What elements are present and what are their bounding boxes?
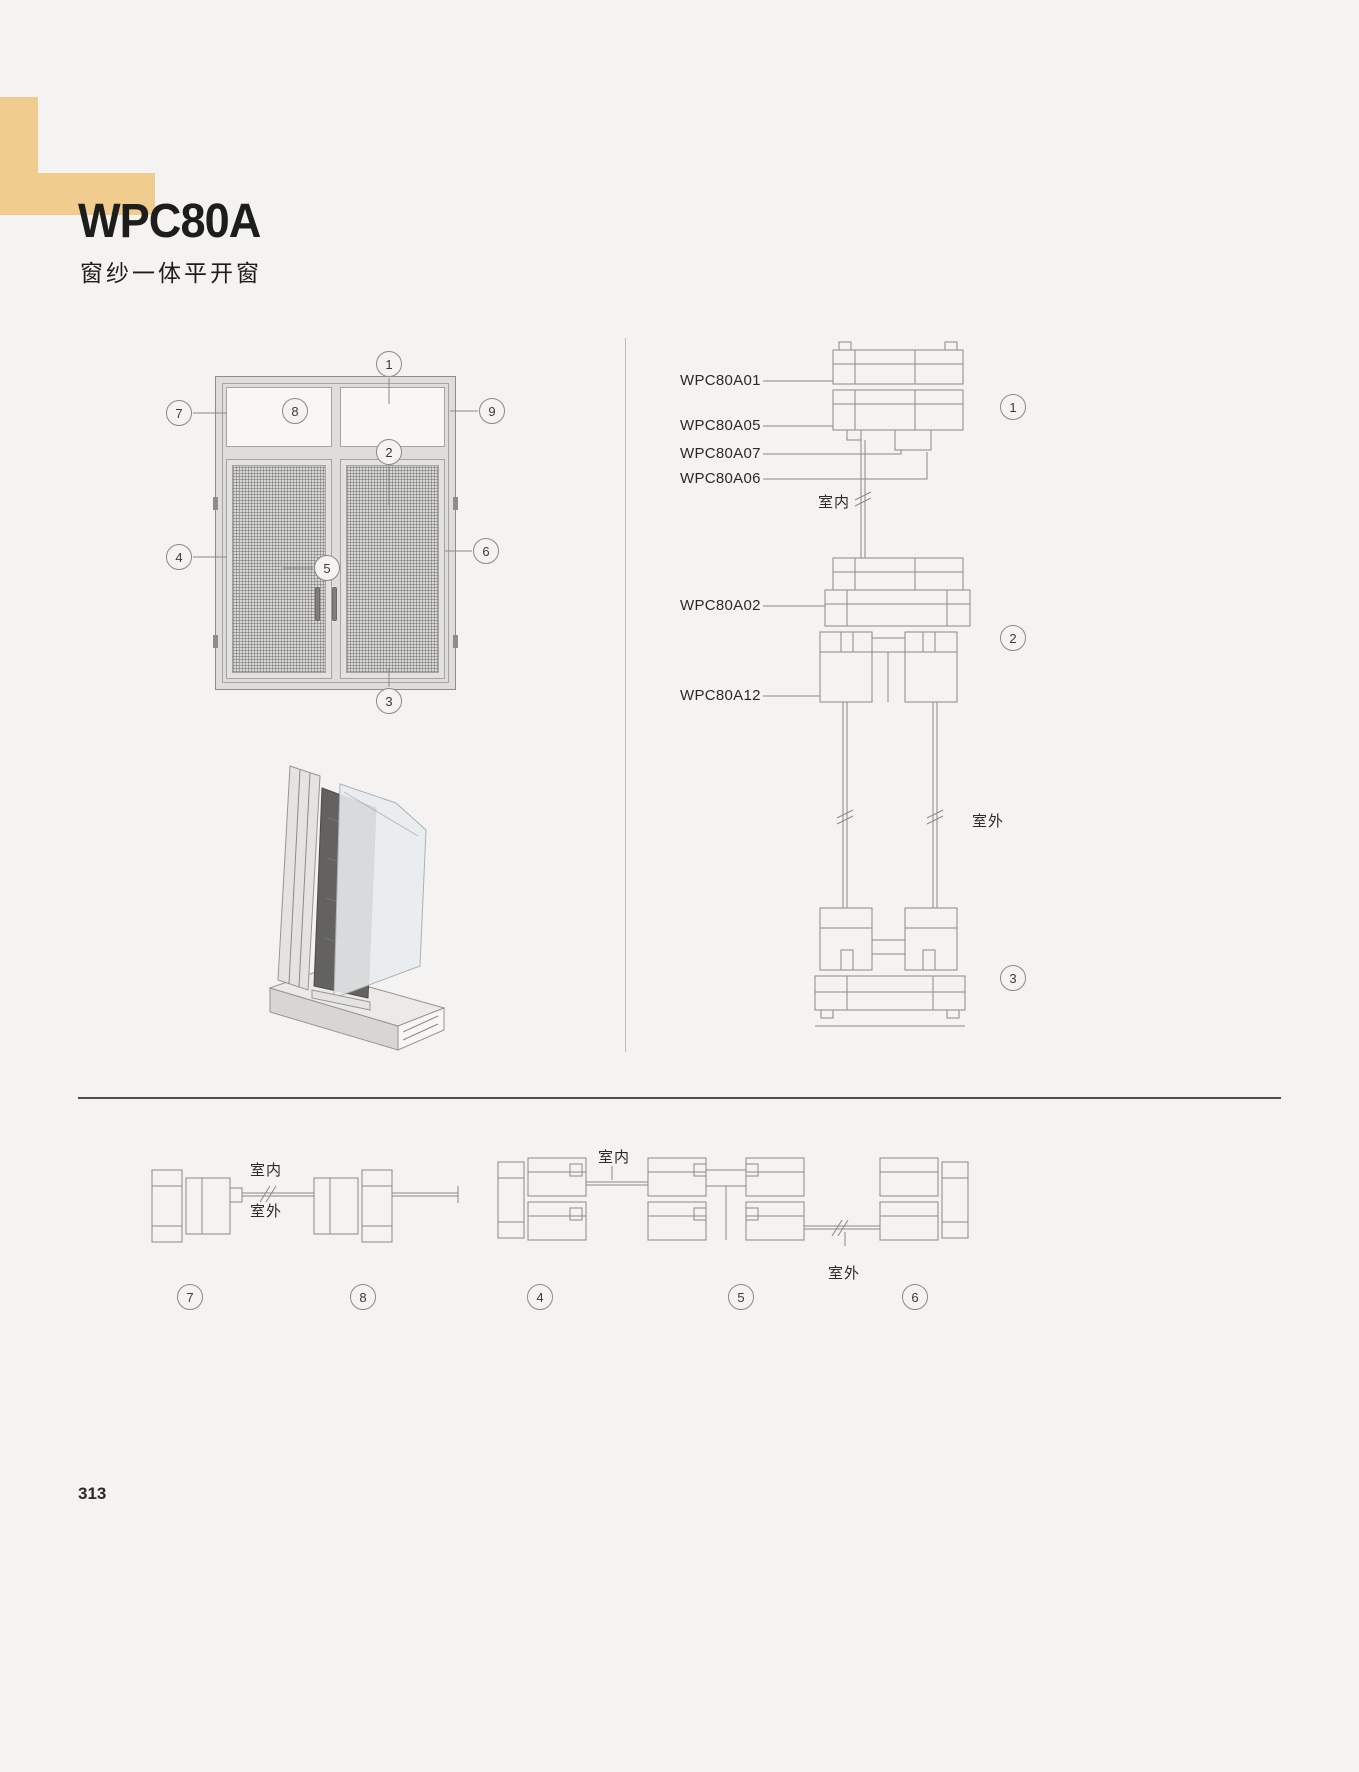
horizontal-divider (78, 1097, 1281, 1099)
casement-sash-right (339, 459, 445, 679)
hinge-right-bottom (453, 635, 458, 648)
screen-mesh-left (232, 465, 326, 673)
page-subtitle: 窗纱一体平开窗 (80, 260, 262, 286)
profile-3d-render (268, 765, 446, 1051)
page-title: WPC80A (78, 195, 261, 248)
screen-mesh-right (345, 465, 439, 673)
hinge-left-top (213, 497, 218, 510)
casement-sash-left (226, 459, 332, 679)
horizontal-section-left-drawing (151, 1169, 459, 1243)
part-label-wpc80a06: WPC80A06 (680, 470, 761, 487)
window-front-view (213, 376, 458, 690)
callout-6: 6 (473, 538, 499, 564)
transom-mullion (331, 387, 340, 447)
accent-corner-cutout (38, 97, 155, 173)
part-label-wpc80a12: WPC80A12 (680, 687, 761, 704)
outdoor-label-vertical: 室外 (972, 813, 1005, 830)
part-label-wpc80a05: WPC80A05 (680, 417, 761, 434)
callout-7: 7 (166, 400, 192, 426)
transom-bar (223, 450, 448, 456)
bottom-callout-7: 7 (177, 1284, 203, 1310)
window-handle-left (315, 587, 320, 621)
callout-8: 8 (282, 398, 308, 424)
indoor-label-vertical: 室内 (818, 494, 851, 511)
callout-2: 2 (376, 439, 402, 465)
part-label-wpc80a02: WPC80A02 (680, 597, 761, 614)
section-callout-3: 3 (1000, 965, 1026, 991)
hinge-left-bottom (213, 635, 218, 648)
bottom-callout-4: 4 (527, 1284, 553, 1310)
callout-4: 4 (166, 544, 192, 570)
part-label-wpc80a01: WPC80A01 (680, 372, 761, 389)
indoor-label-right: 室内 (598, 1149, 631, 1166)
bottom-callout-5: 5 (728, 1284, 754, 1310)
outdoor-label-right: 室外 (828, 1265, 861, 1282)
outdoor-label-left: 室外 (250, 1203, 283, 1220)
section-callout-2: 2 (1000, 625, 1026, 651)
horizontal-section-right-drawing (497, 1157, 969, 1246)
hinge-right-top (453, 497, 458, 510)
callout-5: 5 (314, 555, 340, 581)
callout-1: 1 (376, 351, 402, 377)
page-number: 313 (78, 1484, 107, 1503)
bottom-callout-6: 6 (902, 1284, 928, 1310)
window-handle-right (332, 587, 337, 621)
callout-9: 9 (479, 398, 505, 424)
casement-row (223, 456, 448, 682)
part-label-wpc80a07: WPC80A07 (680, 445, 761, 462)
transom-row (223, 384, 448, 450)
window-frame (222, 383, 449, 683)
section-callout-1: 1 (1000, 394, 1026, 420)
bottom-callout-8: 8 (350, 1284, 376, 1310)
indoor-label-left: 室内 (250, 1162, 283, 1179)
callout-3: 3 (376, 688, 402, 714)
transom-glass-left (226, 387, 332, 447)
vertical-section-drawing (763, 341, 971, 1027)
vertical-divider (625, 338, 626, 1052)
front-view-leader-lines (193, 378, 478, 687)
